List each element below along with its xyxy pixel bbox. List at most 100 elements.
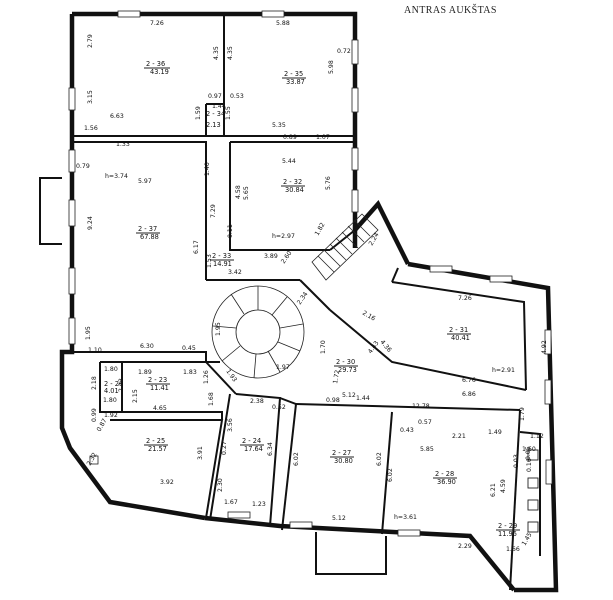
dimension-label: 0.52 — [272, 404, 286, 411]
room-area: 36.90 — [437, 478, 456, 486]
dimension-label: 0.03 — [513, 454, 520, 468]
room-id: 2 - 28 — [435, 470, 454, 478]
room-id: 2 - 34 — [206, 110, 225, 118]
dimension-label: 1.68 — [208, 392, 215, 406]
room-id: 2 - 35 — [284, 70, 303, 78]
dimension-label: 1.66 — [506, 546, 520, 553]
dimension-label: 4.35 — [227, 46, 234, 60]
dimension-label: 0.98 — [326, 397, 340, 404]
dimension-label: 4.59 — [500, 479, 507, 493]
room-labels: 2 - 36 43.19 2 - 35 33.87 2 - 34 2.13 2 … — [104, 60, 520, 538]
dimension-label: 0.79 — [76, 163, 90, 170]
height-label: h=3.61 — [394, 514, 417, 521]
room-id: 2 - 25 — [146, 437, 165, 445]
dimension-label: 6.63 — [110, 113, 124, 120]
room-area: 21.57 — [148, 445, 167, 453]
dimension-label: 1.82 — [314, 222, 327, 237]
dimension-label: 4.65 — [153, 405, 167, 412]
room-area: 14.91 — [213, 260, 232, 268]
dimension-label: 6.34 — [267, 442, 274, 456]
dimension-label: 1.40 — [204, 162, 211, 176]
dimension-label: 1.80 — [104, 366, 118, 373]
dimension-label: 3.89 — [264, 253, 278, 260]
dimension-label: 0.99 — [91, 408, 98, 422]
dimension-label: 1.95 — [85, 326, 92, 340]
dimension-label: 5.12 — [332, 515, 346, 522]
dimension-label: 6.21 — [490, 483, 497, 497]
dimension-label: 0.45 — [182, 345, 196, 352]
dimension-label: 1.80 — [103, 397, 117, 404]
dimension-label: 4.35 — [213, 46, 220, 60]
dimension-label: 1.56 — [84, 125, 98, 132]
height-label: h=3.74 — [105, 173, 128, 180]
dimension-label: 5.44 — [282, 158, 296, 165]
room-area: 33.87 — [286, 78, 305, 86]
dimension-label: 1.23 — [252, 501, 266, 508]
dimension-label: 0.53 — [230, 93, 244, 100]
height-label: h=2.97 — [272, 233, 295, 240]
dimension-label: 1.53 — [206, 254, 213, 268]
room-id: 2 - 31 — [449, 326, 468, 334]
dimension-label: 0.11 — [227, 224, 234, 238]
dimension-label: 0.57 — [418, 419, 432, 426]
dimension-label: 12.78 — [412, 403, 430, 410]
dimension-label: 2.29 — [458, 543, 472, 550]
dimension-label: 5.85 — [420, 446, 434, 453]
dimension-label: 6.02 — [293, 452, 300, 466]
room-area: 43.19 — [150, 68, 169, 76]
dimension-label: 1.59 — [195, 106, 202, 120]
dimension-label: 1.49 — [488, 429, 502, 436]
dimension-label: 2.34 — [296, 291, 310, 306]
dimension-label: 2.60 — [280, 250, 294, 265]
dimension-label: 5.65 — [243, 186, 250, 200]
dimension-label: 6.02 — [387, 468, 394, 482]
dimension-label: 2.79 — [87, 34, 94, 48]
dimension-label: 4.58 — [235, 185, 242, 199]
dimension-label: 1.97 — [276, 364, 290, 371]
room-area: 4.01 — [104, 387, 119, 395]
dimension-label: 5.88 — [276, 20, 290, 27]
room-id: 2 - 23 — [148, 376, 167, 384]
spiral-stair — [211, 285, 305, 379]
dimension-label: 1.89 — [138, 369, 152, 376]
ceiling-heights: h=3.74 h=2.97 h=2.91 h=3.61 — [105, 173, 515, 521]
dimension-label: 1.95 — [215, 322, 222, 336]
height-label: h=2.91 — [492, 367, 515, 374]
dimension-label: 1.67 — [224, 499, 238, 506]
dimension-label: 2.18 — [91, 376, 98, 390]
room-id: 2 - 33 — [212, 252, 231, 260]
room-area: 40.41 — [451, 334, 470, 342]
dimension-label: 5.76 — [325, 176, 332, 190]
dimension-label: 2.15 — [132, 389, 139, 403]
dimension-label: 1.70 — [320, 340, 327, 354]
dimension-label: 1.33 — [116, 141, 130, 148]
dimension-label: 1.60 — [522, 446, 536, 453]
straight-stair — [311, 213, 379, 281]
room-area: 11.96 — [498, 530, 517, 538]
room-id: 2 - 36 — [146, 60, 165, 68]
dimension-label: 1.72 — [332, 370, 341, 385]
dimension-label: 3.15 — [87, 90, 94, 104]
dimension-label: 1.10 — [88, 347, 102, 354]
dimension-label: 3.91 — [197, 446, 204, 460]
dimension-label: 3.42 — [228, 269, 242, 276]
dimension-label: 0.05 — [525, 446, 532, 460]
room-area: 29.73 — [338, 366, 357, 374]
dimension-label: 0.43 — [400, 427, 414, 434]
dimension-label: 1.44 — [356, 395, 370, 402]
partitions — [72, 14, 541, 591]
dimension-label: 2.30 — [217, 478, 224, 492]
dimension-label: 5.97 — [138, 178, 152, 185]
room-id: 2 - 24 — [242, 437, 261, 445]
dimension-label: 3.92 — [160, 479, 174, 486]
dimension-label: 1.55 — [225, 106, 232, 120]
dimension-label: 1.07 — [316, 134, 330, 141]
dimension-label: 6.17 — [193, 240, 200, 254]
dimension-label: 5.98 — [328, 60, 335, 74]
dimension-label: 2.38 — [250, 398, 264, 405]
dimension-label: 0.27 — [221, 441, 228, 455]
toilet-fixtures — [527, 449, 539, 533]
room-id: 2 - 29 — [498, 522, 517, 530]
